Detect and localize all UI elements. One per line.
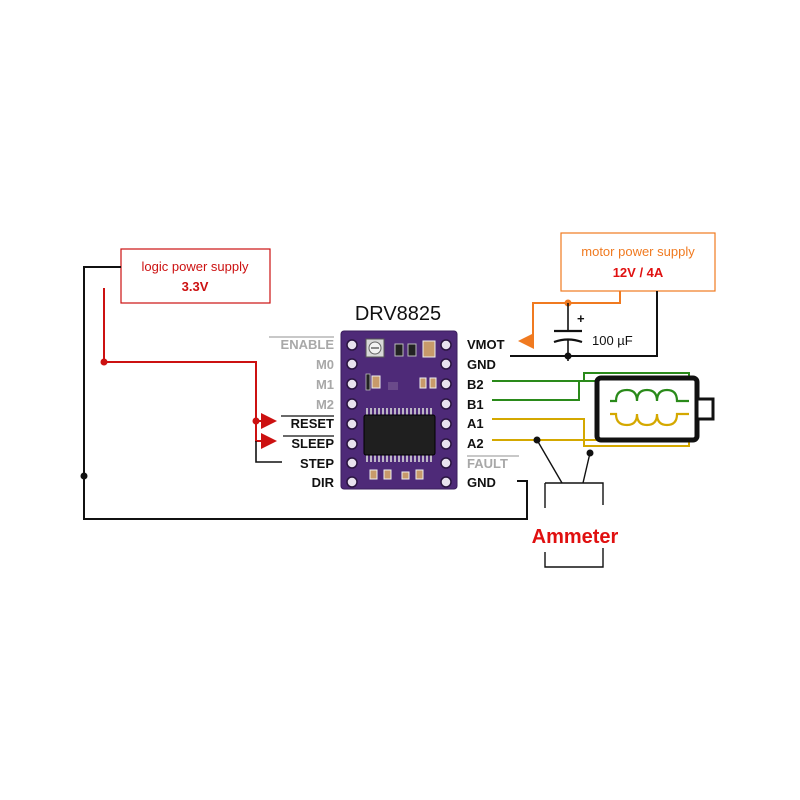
step-wire (255, 441, 282, 463)
logic-supply-label: logic power supply (142, 259, 249, 274)
ammeter-label: Ammeter (532, 526, 619, 548)
motor-power-supply: motor power supply 12V / 4A (560, 232, 716, 292)
coil-b1-wire (492, 380, 604, 401)
logic-vcc-wire (103, 288, 277, 429)
ammeter: Ammeter (532, 439, 619, 568)
stepper-motor (594, 375, 715, 443)
sleep-vcc-wire (255, 421, 277, 449)
pin-label: A1 (467, 416, 484, 431)
pin-label: RESET (291, 416, 334, 431)
smd-components-bottom (369, 469, 424, 480)
coil-a-icon (610, 412, 689, 427)
potentiometer-icon (365, 338, 385, 358)
drv8825-board: DRV8825 (340, 303, 458, 490)
capacitor-polarity: + (577, 311, 585, 326)
pin-label: B2 (467, 377, 484, 392)
pin-label: M0 (316, 357, 334, 372)
coil-b-icon (610, 388, 689, 403)
junction-dot (80, 472, 88, 480)
motor-ground-wire (510, 291, 658, 357)
smd-components (365, 340, 437, 391)
left-pin-labels: ENABLE M0 M1 M2 RESET SLEEP STEP DIR (269, 336, 335, 490)
driver-ic (363, 408, 436, 462)
pin-label: FAULT (467, 456, 508, 471)
logic-supply-voltage: 3.3V (182, 279, 209, 294)
pin-label: STEP (300, 456, 334, 471)
motor-supply-label: motor power supply (581, 244, 695, 259)
pin-label: ENABLE (281, 337, 335, 352)
junction-dot (100, 358, 108, 366)
pin-label: GND (467, 357, 496, 372)
pin-label: DIR (312, 475, 335, 490)
junction-dot (564, 352, 572, 360)
pin-label: SLEEP (291, 436, 334, 451)
pin-label: A2 (467, 436, 484, 451)
junction-dot (252, 417, 260, 425)
capacitor: + 100 µF (553, 303, 633, 361)
chip-title: DRV8825 (355, 303, 441, 325)
coil-a2-wire (492, 421, 604, 441)
left-pin-pads (346, 339, 358, 488)
pin-label: GND (467, 475, 496, 490)
vmot-wire (518, 291, 621, 349)
right-pin-pads (440, 339, 452, 488)
pin-label: B1 (467, 397, 484, 412)
pin-label: M1 (316, 377, 334, 392)
pin-label: VMOT (467, 337, 505, 352)
capacitor-value: 100 µF (592, 333, 633, 348)
right-pin-labels: VMOT GND B2 B1 A1 A2 FAULT GND (467, 337, 519, 490)
pin-label: M2 (316, 397, 334, 412)
logic-power-supply: logic power supply 3.3V (120, 248, 271, 304)
logic-ground-wire (83, 266, 528, 520)
motor-supply-rating: 12V / 4A (613, 265, 664, 280)
